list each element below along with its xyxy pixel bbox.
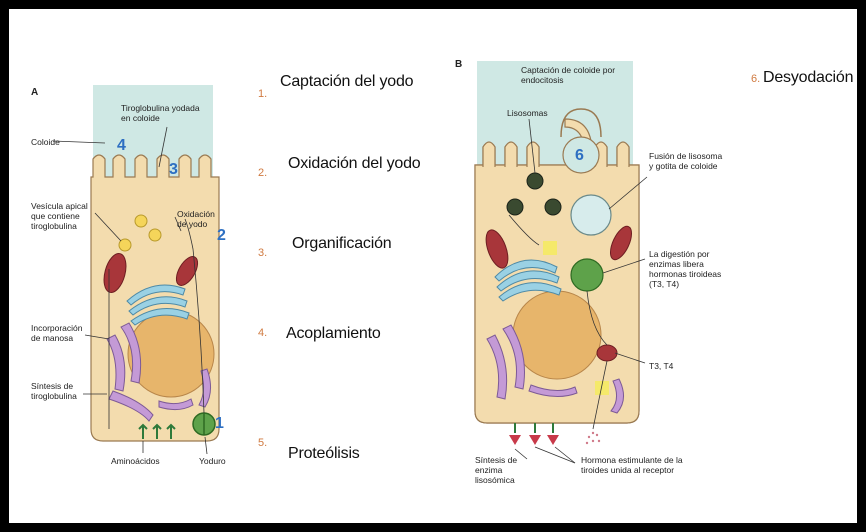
step-5-text: Proteólisis (288, 445, 360, 463)
label-fusion: Fusión de lisosoma y gotita de coloide (649, 151, 727, 171)
label-sintesis-tiroglobulina: Síntesis de tiroglobulina (31, 381, 93, 401)
step-2-text: Oxidación del yodo (288, 155, 421, 173)
label-oxidacion-yodo: Oxidación de yodo (177, 209, 221, 229)
tsh-receptors-b (509, 423, 559, 445)
label-digestion: La digestión por enzimas libera hormonas… (649, 249, 731, 289)
figure-canvas: A Tiroglobulina yodada en coloide Coloid… (9, 9, 857, 523)
label-vesicula-apical: Vesícula apical que contiene tiroglobuli… (31, 201, 97, 231)
panel-b-letter: B (455, 59, 462, 70)
label-aminoacidos: Aminoácidos (111, 456, 160, 466)
step-5-number: 5. (258, 437, 267, 449)
label-incorporacion-manosa: Incorporación de manosa (31, 323, 93, 343)
label-coloide: Coloide (31, 137, 60, 147)
step-3-text: Organificación (292, 235, 391, 253)
label-captacion-coloide: Captación de coloide por endocitosis (521, 65, 625, 85)
marker-3: 3 (169, 161, 178, 179)
label-t3t4: T3, T4 (649, 361, 673, 371)
nucleus-b (513, 291, 601, 379)
label-lisosomas: Lisosomas (507, 108, 548, 118)
step-6-number: 6. (751, 73, 760, 85)
panel-a-letter: A (31, 87, 38, 98)
marker-1: 1 (215, 415, 224, 433)
hormone-square-b1 (543, 241, 557, 255)
label-tiroglobulina-yodada: Tiroglobulina yodada en coloide (121, 103, 211, 123)
digestion-vesicle-b (571, 259, 603, 291)
step-6-text: Desyodación (763, 69, 853, 87)
label-hormona: Hormona estimulante de la tiroides unida… (581, 455, 691, 475)
marker-4: 4 (117, 137, 126, 155)
label-yoduro: Yoduro (199, 456, 226, 466)
fusion-vesicle-b (571, 195, 611, 235)
step-1-text: Captación del yodo (280, 73, 413, 91)
step-4-text: Acoplamiento (286, 325, 381, 343)
marker-6: 6 (575, 147, 584, 165)
step-2-number: 2. (258, 167, 267, 179)
step-1-number: 1. (258, 88, 267, 100)
mitochondrion-b3 (597, 345, 617, 361)
step-4-number: 4. (258, 327, 267, 339)
label-sintesis-enzima: Síntesis de enzima lisosómica (475, 455, 535, 485)
step-3-number: 3. (258, 247, 267, 259)
marker-2: 2 (217, 227, 226, 245)
released-hormone-dots-b (586, 432, 600, 444)
panel-b-cell (475, 61, 647, 463)
